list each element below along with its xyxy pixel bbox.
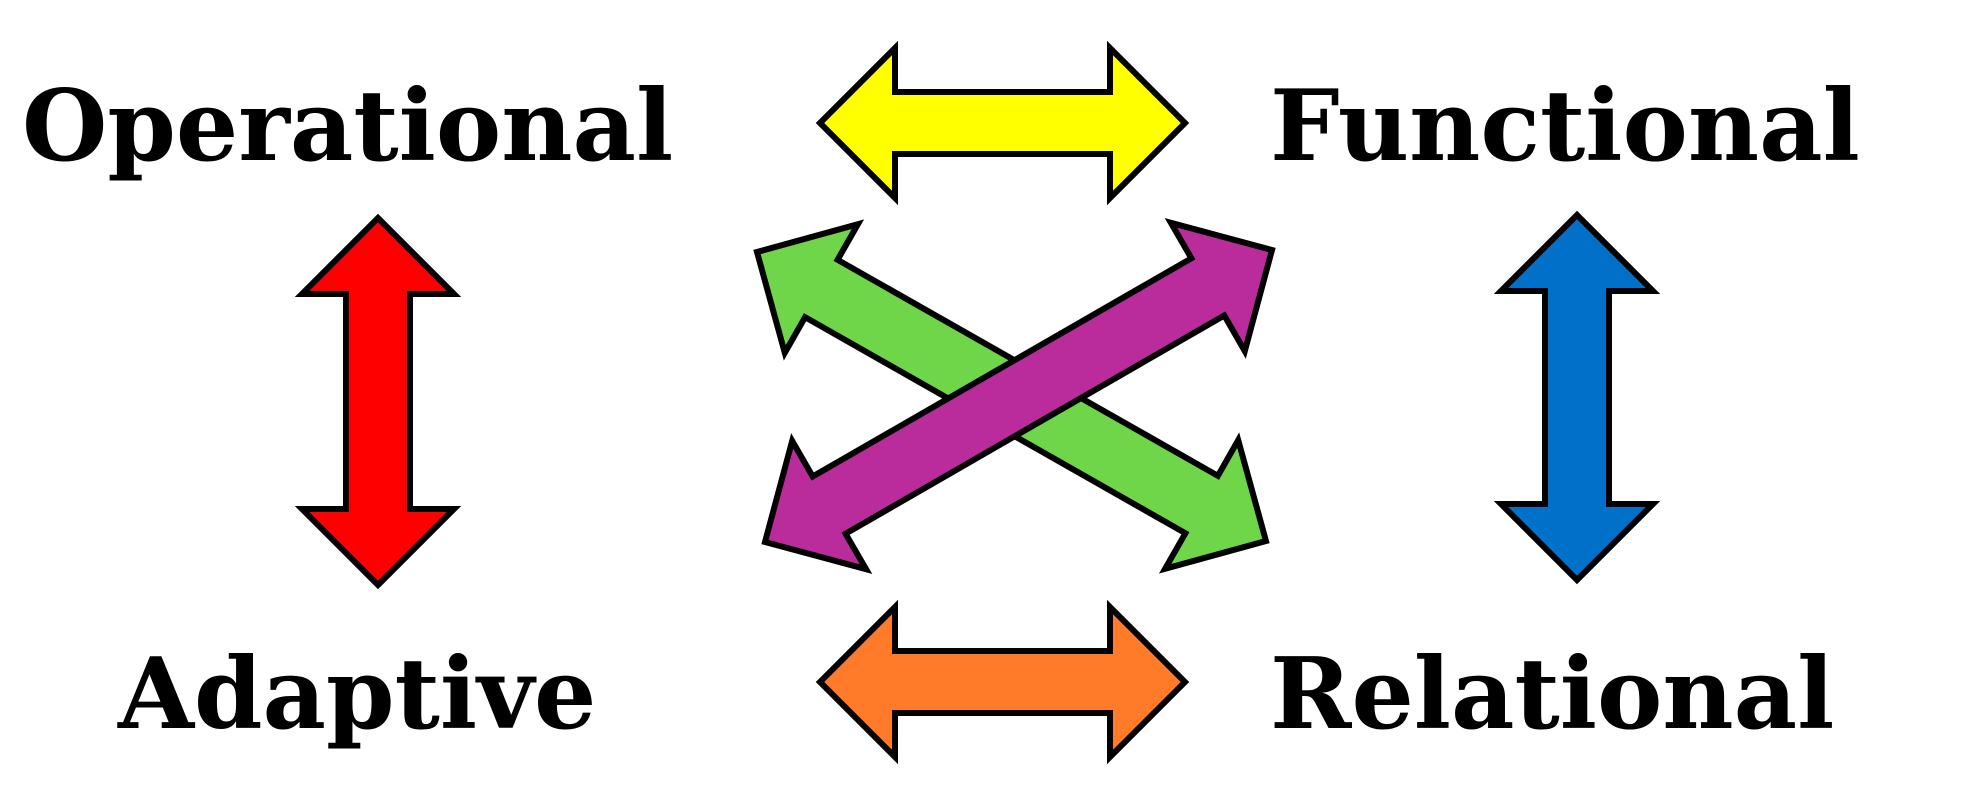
arrow-adaptive-relational [815,599,1190,765]
node-relational: Relational [1270,637,1834,752]
arrow-functional-relational [1493,210,1661,585]
node-functional: Functional [1270,69,1860,184]
arrow-operational-adaptive [294,213,462,590]
node-operational: Operational [22,69,673,184]
arrow-adaptive-functional [761,218,1276,574]
node-adaptive: Adaptive [117,637,596,752]
arrow-operational-functional [815,40,1190,206]
arrows-layer [294,40,1661,765]
